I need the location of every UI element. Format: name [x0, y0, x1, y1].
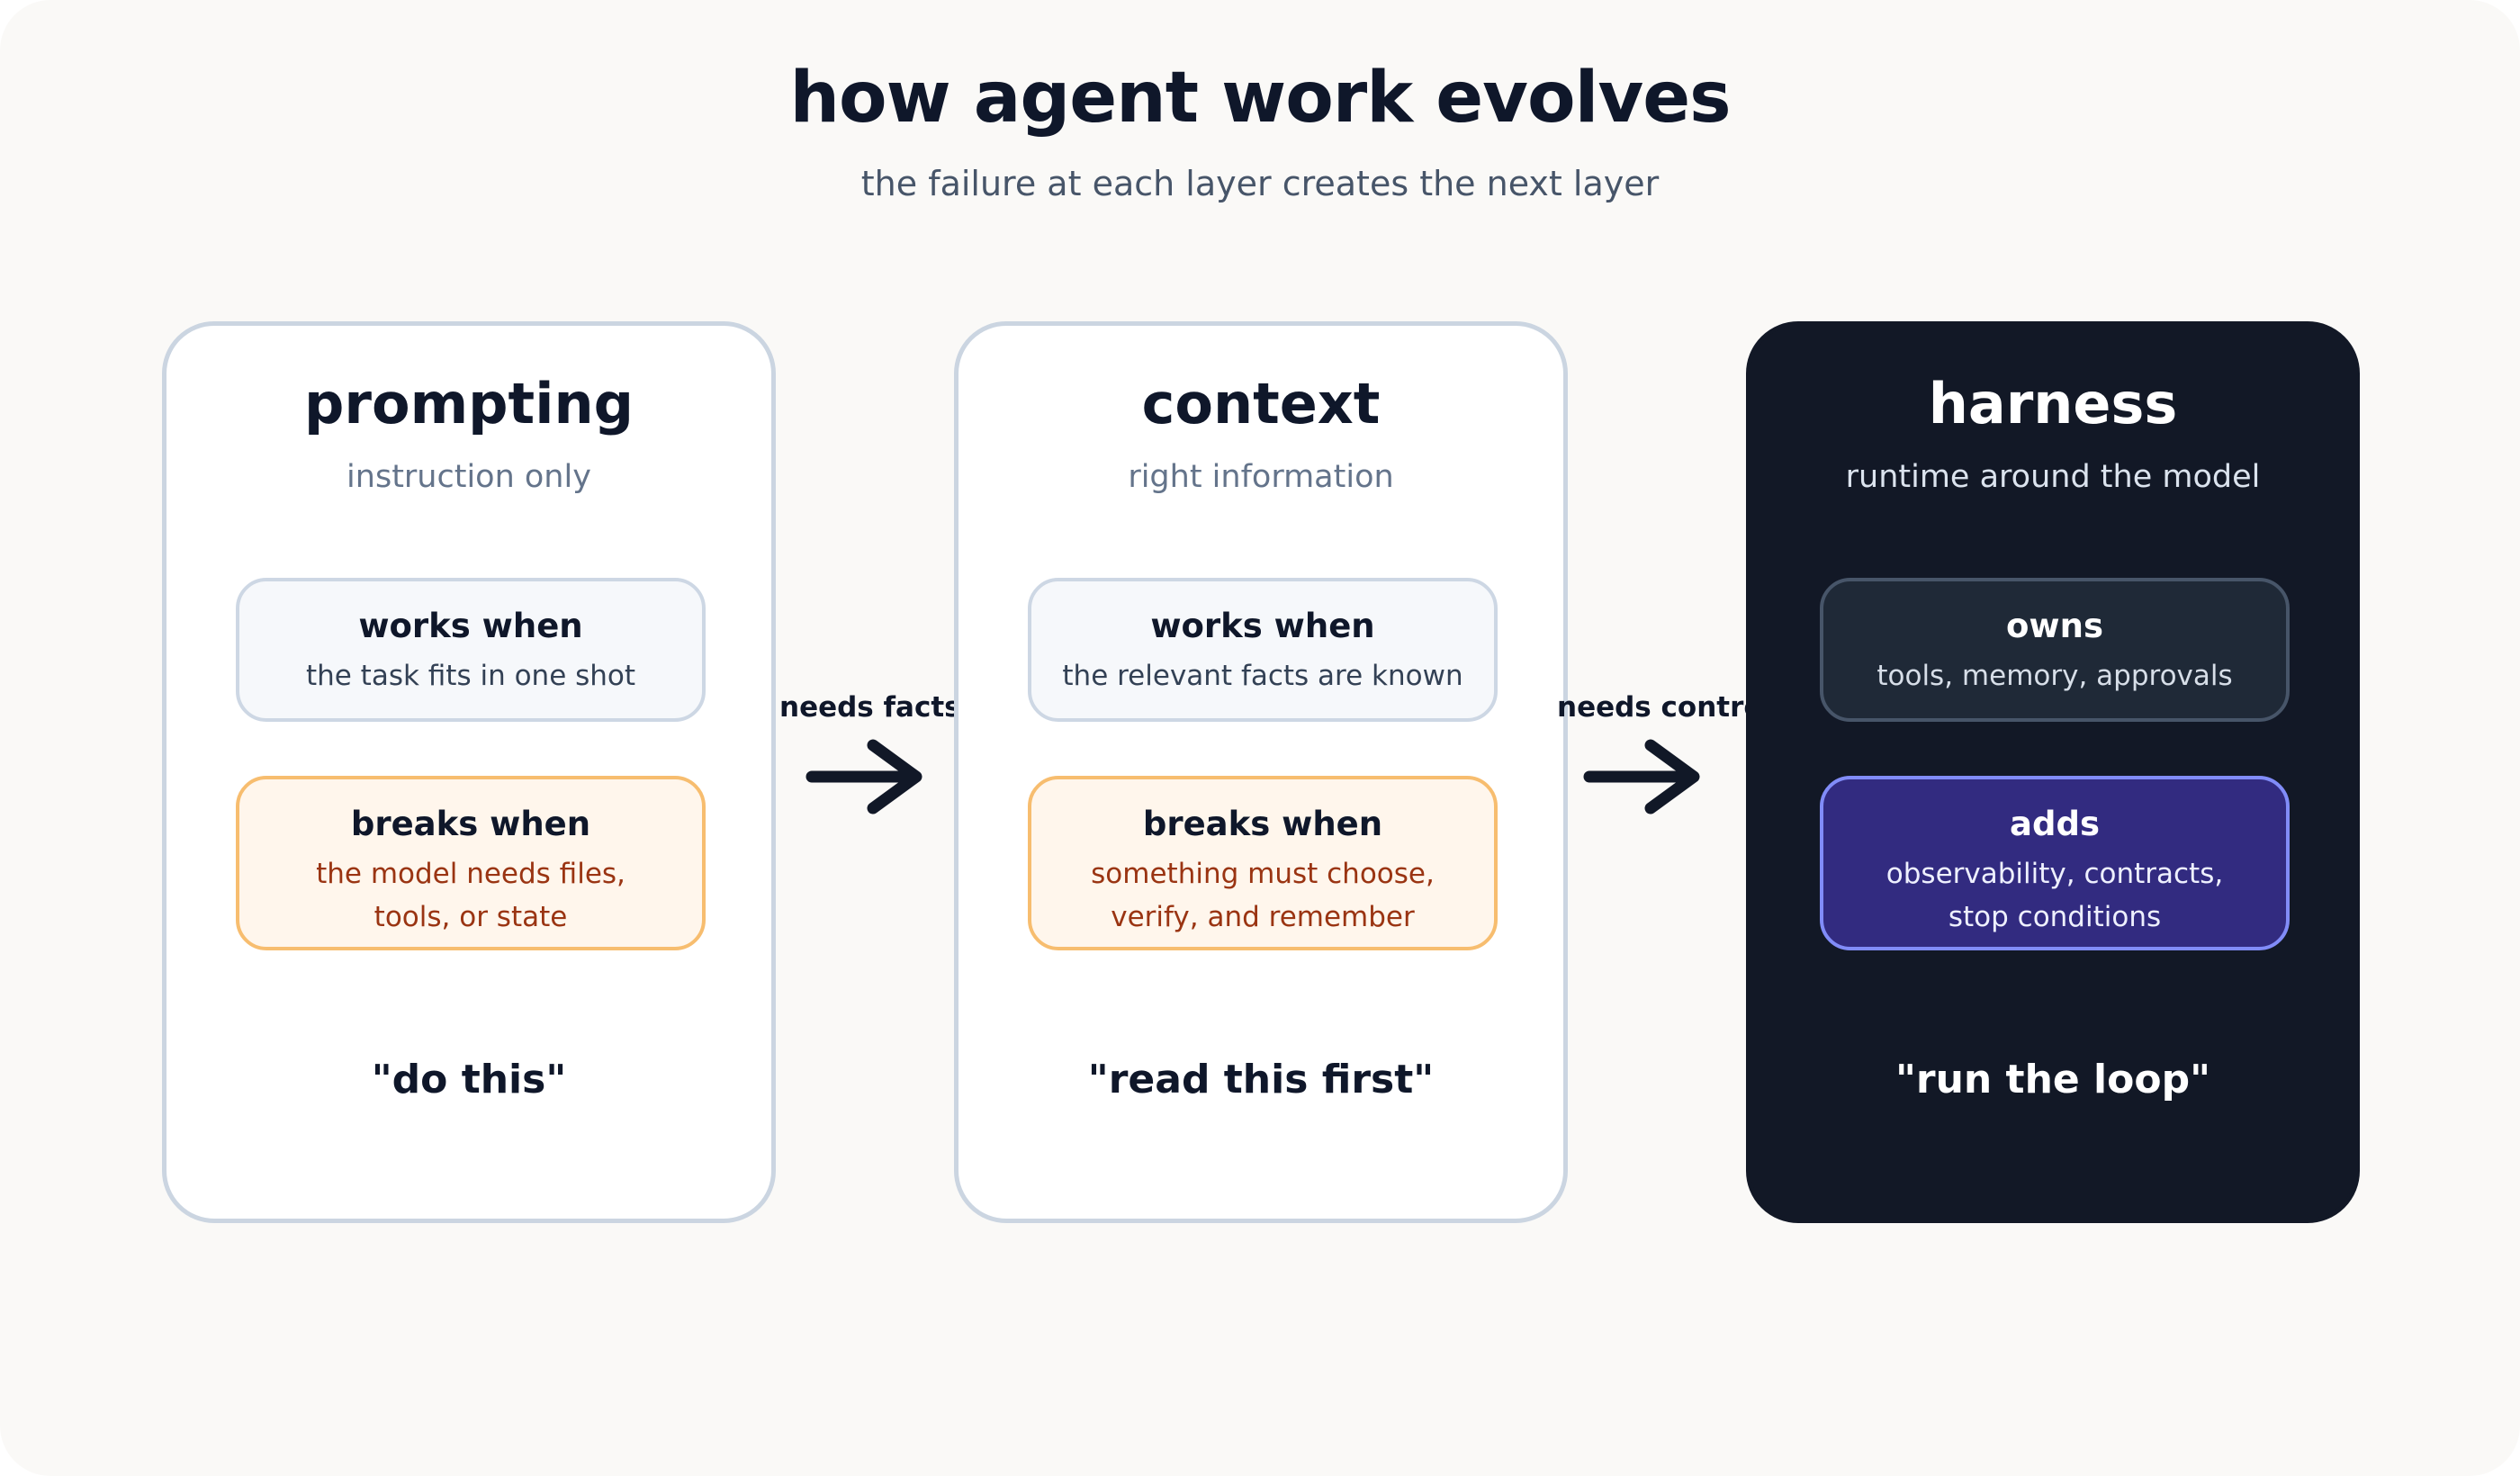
- box-title: adds: [2010, 805, 2100, 843]
- box-text: observability, contracts, stop condition…: [1886, 858, 2224, 933]
- card-harness: harness runtime around the model owns to…: [1746, 321, 2360, 1223]
- card-title: context: [1141, 371, 1381, 436]
- box-text: something must choose, verify, and remem…: [1091, 858, 1435, 933]
- card-quote: "read this first": [1087, 1057, 1435, 1102]
- card-subtitle: right information: [1128, 459, 1394, 495]
- card-title: prompting: [304, 371, 634, 436]
- card-subtitle: instruction only: [346, 459, 591, 495]
- diagram-subtitle: the failure at each layer creates the ne…: [860, 164, 1660, 203]
- connector-needs-facts: needs facts: [779, 691, 961, 817]
- arrow-right-icon: [1583, 739, 1700, 814]
- box-text: the model needs files, tools, or state: [316, 858, 626, 933]
- owns-box: owns tools, memory, approvals: [1820, 578, 2290, 722]
- works-when-box: works when the task fits in one shot: [236, 578, 706, 722]
- breaks-when-box: breaks when something must choose, verif…: [1028, 776, 1498, 950]
- box-title: works when: [358, 607, 583, 645]
- arrow-right-icon: [806, 739, 922, 814]
- connector-needs-control: needs contro: [1557, 691, 1763, 817]
- card-prompting: prompting instruction only works when th…: [162, 321, 776, 1223]
- adds-box: adds observability, contracts, stop cond…: [1820, 776, 2290, 950]
- card-quote: "run the loop": [1894, 1057, 2211, 1102]
- card-context: context right information works when the…: [954, 321, 1568, 1223]
- box-text: the relevant facts are known: [1062, 660, 1463, 692]
- works-when-box: works when the relevant facts are known: [1028, 578, 1498, 722]
- box-text: the task fits in one shot: [305, 660, 636, 692]
- box-text: tools, memory, approvals: [1876, 660, 2233, 692]
- box-title: works when: [1150, 607, 1375, 645]
- box-title: breaks when: [350, 805, 591, 843]
- card-quote: "do this": [371, 1057, 567, 1102]
- card-subtitle: runtime around the model: [1845, 459, 2261, 495]
- diagram-title: how agent work evolves: [789, 58, 1731, 139]
- connector-label: needs facts: [779, 691, 961, 724]
- box-title: breaks when: [1142, 805, 1383, 843]
- box-title: owns: [2006, 607, 2103, 645]
- card-title: harness: [1928, 371, 2178, 436]
- breaks-when-box: breaks when the model needs files, tools…: [236, 776, 706, 950]
- connector-label: needs contro: [1557, 691, 1763, 724]
